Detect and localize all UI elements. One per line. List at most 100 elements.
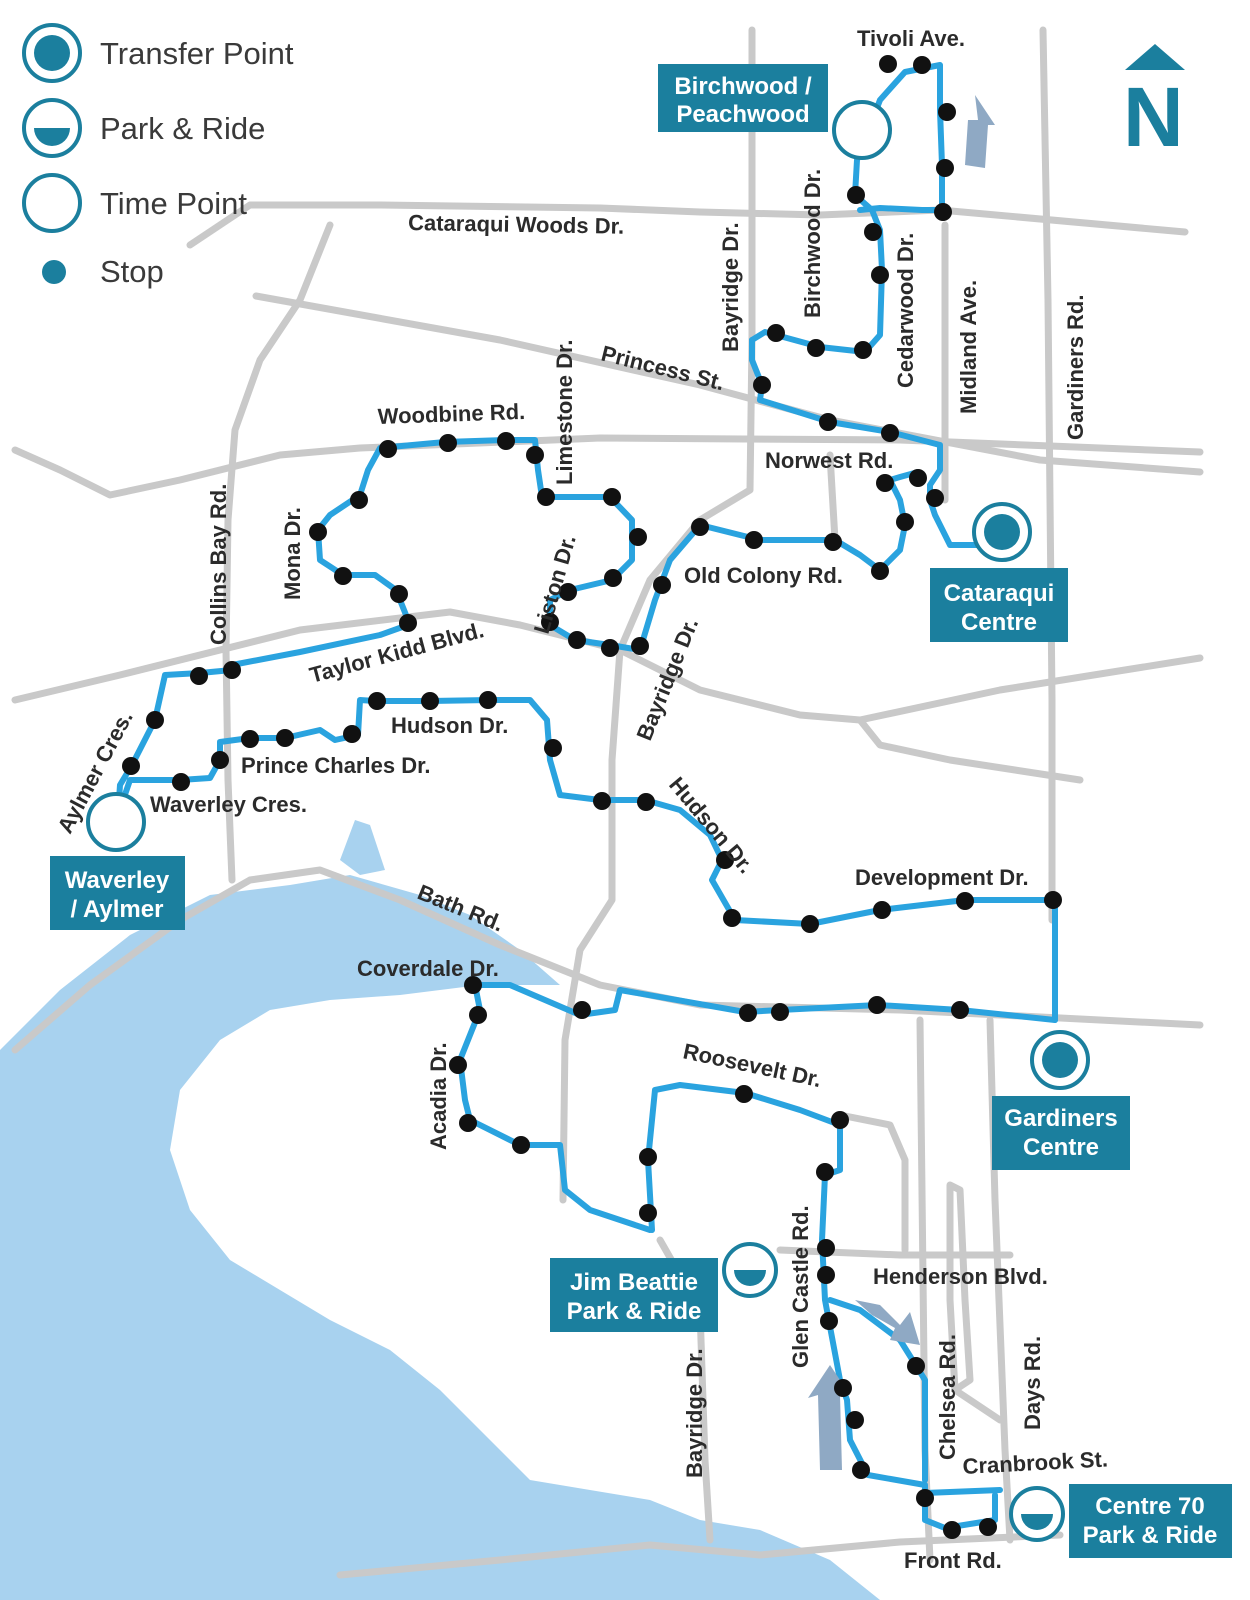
legend-transfer-label: Transfer Point [100,36,294,71]
route-princess-segment [757,397,988,548]
svg-text:Centre 70: Centre 70 [1095,1493,1204,1520]
arrow-north-midland [965,95,995,168]
legend-time-point-label: Time Point [100,186,247,221]
stop [399,614,417,632]
stop [807,339,825,357]
map-symbols [86,100,1090,1542]
stop [172,773,190,791]
stop [846,1411,864,1429]
stop [864,223,882,241]
stop [956,892,974,910]
legend-park-ride-label: Park & Ride [100,111,265,146]
stop [753,376,771,394]
hub-waverley-aylmer: Waverley / Aylmer [50,856,185,930]
stop [459,1114,477,1132]
stop [343,725,361,743]
street-collins-bay: Collins Bay Rd. [206,484,231,645]
stop [449,1056,467,1074]
street-bayridge-north: Bayridge Dr. [718,222,743,352]
stop [926,489,944,507]
road-roosevelt-loop [836,1111,909,1254]
road-collins-bay [222,221,334,884]
stop [601,639,619,657]
stop [211,751,229,769]
stop [943,1521,961,1539]
street-prince-charles: Prince Charles Dr. [241,753,431,778]
road-woodbine-ext [11,434,1204,499]
time-point-waverley [86,792,146,852]
svg-text:/ Aylmer: / Aylmer [71,896,164,923]
street-norwest: Norwest Rd. [765,448,893,473]
stop [854,341,872,359]
street-gardiners: Gardiners Rd. [1063,295,1088,440]
street-hudson2: Hudson Dr. [664,772,759,878]
road-loop-east-2 [951,1386,1004,1424]
stop [421,692,439,710]
street-glen-castle: Glen Castle Rd. [788,1205,813,1368]
street-limestone: Limestone Dr. [552,340,577,485]
legend-stop-label: Stop [100,254,164,289]
svg-text:Gardiners: Gardiners [1004,1105,1117,1132]
lake-inlet [340,820,385,875]
legend-park-ride-icon [22,98,82,158]
street-princess: Princess St. [599,341,727,396]
stop [879,55,897,73]
street-coverdale: Coverdale Dr. [357,956,499,981]
svg-text:Peachwood: Peachwood [676,101,809,128]
road-bath [11,866,1204,1054]
stop [913,56,931,74]
lake-bay-south [630,1520,880,1600]
street-old-colony: Old Colony Rd. [684,563,843,588]
street-bayridge-south: Bayridge Dr. [682,1348,707,1478]
stops [122,55,1062,1539]
legend-stop-icon [42,260,66,284]
stop [819,413,837,431]
street-days: Days Rd. [1020,1336,1045,1430]
stop [603,488,621,506]
stop [469,1006,487,1024]
stop [637,793,655,811]
stop [334,567,352,585]
street-midland: Midland Ave. [956,280,981,414]
north-arrow-icon [1125,44,1185,70]
stop [223,661,241,679]
road-henderson [776,1246,1014,1259]
street-acadia: Acadia Dr. [426,1042,451,1150]
svg-text:Park & Ride: Park & Ride [1083,1522,1218,1549]
stop [639,1148,657,1166]
street-chelsea: Chelsea Rd. [935,1334,960,1460]
stop [907,1357,925,1375]
stop [309,523,327,541]
transfer-point-cataraqui [972,502,1032,562]
stop [916,1489,934,1507]
street-hudson1: Hudson Dr. [391,713,508,738]
road-cataraqui-woods [186,201,1189,249]
route-taylor-kidd [229,622,411,668]
svg-text:Cataraqui: Cataraqui [944,580,1055,607]
stop [817,1239,835,1257]
stop [820,1312,838,1330]
stop [276,729,294,747]
stop [568,631,586,649]
svg-text:Centre: Centre [961,609,1037,636]
stop [896,513,914,531]
stop [241,730,259,748]
stop [629,528,647,546]
street-cedarwood: Cedarwood Dr. [893,233,918,388]
stop [512,1136,530,1154]
svg-text:Birchwood /: Birchwood / [674,73,812,100]
stop [876,474,894,492]
stop [716,851,734,869]
stop [831,1111,849,1129]
street-front: Front Rd. [904,1548,1002,1573]
street-roosevelt: Roosevelt Dr. [681,1038,824,1092]
stop [368,692,386,710]
stop [593,792,611,810]
stop [573,1001,591,1019]
street-woodbine: Woodbine Rd. [377,399,525,429]
stop [190,667,208,685]
stop [936,159,954,177]
stop [479,691,497,709]
lake [0,875,760,1600]
hub-labels: Birchwood / Peachwood Cataraqui Centre W… [50,64,1232,1558]
